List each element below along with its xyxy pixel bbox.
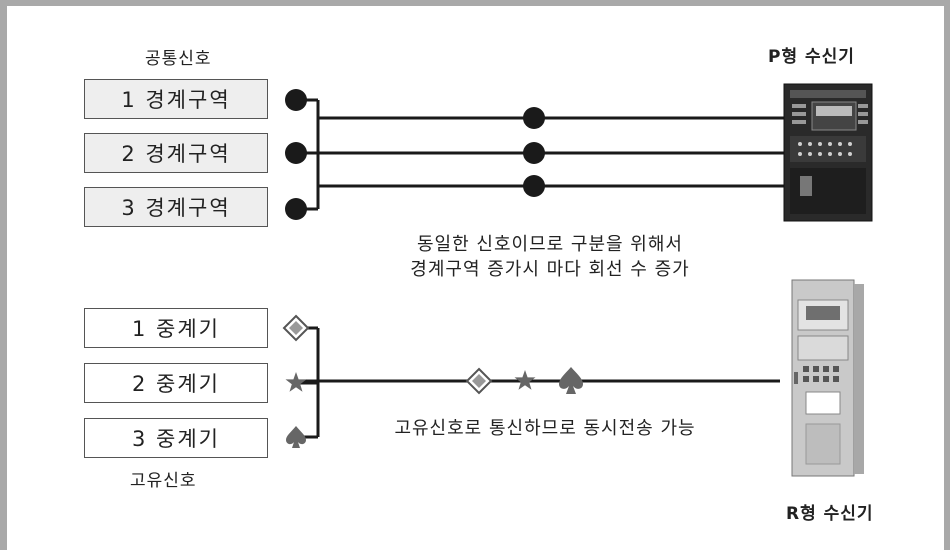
- relay-box-2: 2 중계기: [84, 363, 268, 403]
- star-icon: [285, 372, 307, 392]
- common-signal-label: 공통신호: [145, 49, 212, 69]
- relay-box-1: 1 중계기: [84, 308, 268, 348]
- unique-signal-label: 고유신호: [130, 471, 197, 491]
- p-receiver-label: P형 수신기: [768, 47, 855, 67]
- r-type-receiver-image: [791, 279, 864, 477]
- dot-icon: [285, 89, 307, 111]
- r-receiver-label: R형 수신기: [786, 504, 874, 524]
- dot-icon: [523, 107, 545, 129]
- spade-icon: [286, 426, 306, 448]
- dot-icon: [285, 198, 307, 220]
- zone-box-2: 2 경계구역: [84, 133, 268, 173]
- diamond-icon: [282, 314, 310, 342]
- p-type-note-line2: 경계구역 증가시 마다 회선 수 증가: [410, 259, 690, 280]
- dot-icon: [523, 175, 545, 197]
- relay-box-3: 3 중계기: [84, 418, 268, 458]
- p-type-receiver-image: [783, 83, 873, 222]
- spade-icon: [559, 367, 583, 394]
- p-type-note-line1: 동일한 신호이므로 구분을 위해서: [416, 234, 683, 255]
- zone-box-1: 1 경계구역: [84, 79, 268, 119]
- r-type-note: 고유신호로 통신하므로 동시전송 가능: [394, 418, 696, 439]
- diamond-icon: [465, 367, 493, 395]
- star-icon: [514, 370, 536, 390]
- dot-icon: [523, 142, 545, 164]
- zone-box-3: 3 경계구역: [84, 187, 268, 227]
- dot-icon: [285, 142, 307, 164]
